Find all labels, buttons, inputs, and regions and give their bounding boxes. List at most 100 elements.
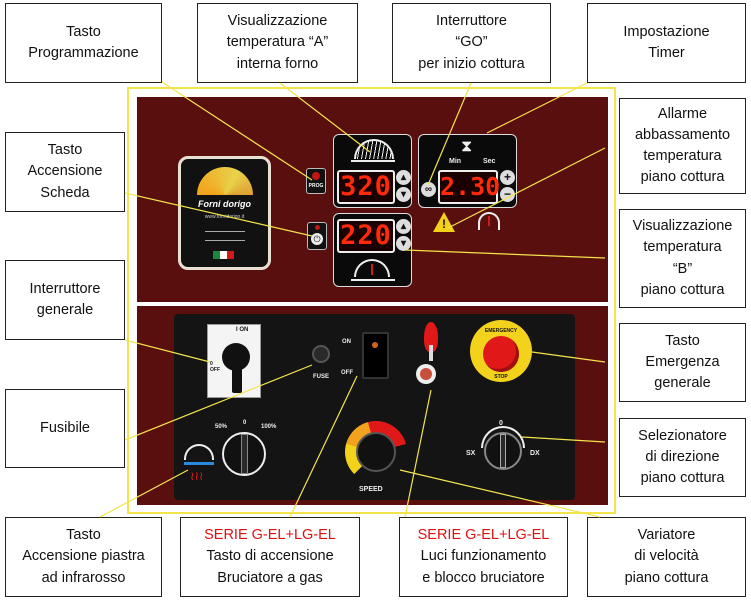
warning-mark: ! xyxy=(442,217,446,231)
callout-line: Accensione piastra xyxy=(22,548,145,565)
callout-line: Interruttore xyxy=(29,280,101,297)
main-switch[interactable]: I ON 0 OFF xyxy=(207,324,261,398)
timer-value: 2.30 xyxy=(438,170,500,204)
callout-line: abbassamento xyxy=(634,126,731,143)
callout-bruciatore-gas: SERIE G-EL+LG-EL Tasto di accensione Bru… xyxy=(180,517,360,597)
callout-line: di direzione xyxy=(645,448,720,465)
leader-direzione xyxy=(521,436,606,443)
callout-line: Tasto xyxy=(47,142,83,159)
callout-line: Luci funzionamento xyxy=(420,548,547,565)
italian-flag-icon xyxy=(213,251,234,259)
callout-line: Tasto xyxy=(66,527,101,544)
speed-variator-dial[interactable] xyxy=(345,421,407,483)
leader-luci xyxy=(404,389,432,518)
direction-knob-handle xyxy=(500,434,506,468)
callout-line: Interruttore xyxy=(436,13,507,30)
leader-generale xyxy=(124,339,211,363)
callout-line: Tasto di accensione xyxy=(206,548,334,565)
infrared-knob[interactable] xyxy=(222,432,266,476)
direction-dx-label: DX xyxy=(530,450,540,457)
callout-line: temperatura xyxy=(643,148,722,164)
callout-line: generale xyxy=(36,302,94,318)
temp-b-up-button[interactable]: ▴ xyxy=(396,219,411,234)
callout-luci-funzionamento: SERIE G-EL+LG-EL Luci funzionamento e bl… xyxy=(399,517,568,597)
prog-button[interactable]: PROG xyxy=(306,168,326,194)
callout-line: Variatore xyxy=(637,527,696,544)
callout-interruttore-generale: Interruttore generale xyxy=(5,260,125,340)
hourglass-icon: ⧗ xyxy=(461,138,473,155)
callout-line: interna forno xyxy=(236,55,319,72)
emergency-stop-label: STOP xyxy=(494,374,508,380)
timer-sec-label: Sec xyxy=(483,158,496,165)
rocker-off-label: OFF xyxy=(341,370,353,376)
fuse-label: FUSE xyxy=(313,374,330,380)
callout-line: per inizio cottura xyxy=(418,55,525,72)
callout-accensione-piastra: Tasto Accensione piastra ad infrarosso xyxy=(5,517,162,597)
leader-go xyxy=(427,82,472,186)
speed-label: SPEED xyxy=(359,486,383,493)
infrared-0-label: 0 xyxy=(243,420,247,426)
timer-min-label: Min xyxy=(449,158,462,165)
temp-a-down-button[interactable]: ▾ xyxy=(396,187,411,202)
temperature-b-value: 220 xyxy=(337,219,395,253)
callout-line: generale xyxy=(654,375,711,391)
callout-line: Allarme xyxy=(657,105,708,122)
direction-selector-knob[interactable] xyxy=(484,432,522,470)
callout-line: piano cottura xyxy=(624,569,709,586)
heat-waves-icon: ≀≀≀ xyxy=(190,469,204,483)
direction-0-label: 0 xyxy=(499,420,503,427)
emergency-stop-button[interactable]: EMERGENCY STOP xyxy=(470,320,532,382)
infrared-100-label: 100% xyxy=(261,424,277,430)
callout-line: Bruciatore a gas xyxy=(217,569,323,586)
burner-lamp-icon xyxy=(420,368,432,380)
prog-led-icon xyxy=(312,172,320,180)
timer-plus-button[interactable]: + xyxy=(500,170,515,185)
rocker-on-label: ON xyxy=(342,339,351,345)
callout-line: “B” xyxy=(672,260,693,277)
callout-selezionatore-direzione: Selezionatore di direzione piano cottura xyxy=(619,418,746,497)
callout-line: temperatura “A” xyxy=(226,34,329,51)
callout-allarme: Allarme abbassamento temperatura piano c… xyxy=(619,98,746,194)
callout-emergenza: Tasto Emergenza generale xyxy=(619,323,746,402)
temp-b-down-button[interactable]: ▾ xyxy=(396,236,411,251)
callout-line: temperatura xyxy=(643,239,722,256)
fuse-holder[interactable] xyxy=(312,345,330,363)
callout-line: piano cottura xyxy=(640,470,725,486)
callout-line: piano cottura xyxy=(640,281,725,298)
control-panel-frame xyxy=(127,87,616,514)
burner-light-stem xyxy=(429,345,433,361)
display-temperature-a: 320 ▴ ▾ xyxy=(333,134,412,208)
series-label: SERIE G-EL+LG-EL xyxy=(204,527,336,544)
callout-line: ad infrarosso xyxy=(41,569,126,586)
logo-brand-text: Forni dorigo xyxy=(198,199,251,209)
callout-line: Accensione xyxy=(27,163,103,180)
power-icon: ⏻ xyxy=(311,233,323,245)
callout-temperatura-a: Visualizzazione temperatura “A” interna … xyxy=(197,3,358,83)
callout-line: Tasto xyxy=(66,23,101,40)
callout-tasto-programmazione: Tasto Programmazione xyxy=(5,3,162,83)
leader-emergenza xyxy=(531,351,606,363)
callout-line: piano cottura xyxy=(640,169,725,186)
callout-line: Scheda xyxy=(40,184,90,201)
callout-line: di velocità xyxy=(634,548,699,565)
display-temperature-b: 220 ▴ ▾ xyxy=(333,213,412,287)
infrared-50-label: 50% xyxy=(215,424,228,430)
temp-a-up-button[interactable]: ▴ xyxy=(396,170,411,185)
leader-bruciatore xyxy=(289,375,358,518)
callout-variatore-velocita: Variatore di velocità piano cottura xyxy=(587,517,746,597)
callout-line: Emergenza xyxy=(645,353,720,370)
burner-ignition-switch[interactable] xyxy=(362,332,389,379)
display-timer: ⧗ Min Sec ∞ 2.30 + − xyxy=(418,134,517,208)
main-switch-handle xyxy=(232,353,242,393)
brand-logo: Forni dorigo www.fornidorigo.it xyxy=(178,156,271,270)
callout-temperatura-b: Visualizzazione temperatura “B” piano co… xyxy=(619,209,746,308)
board-power-button[interactable]: ⏻ xyxy=(307,222,327,250)
callout-line: e blocco bruciatore xyxy=(422,569,545,586)
leader-scheda xyxy=(124,192,313,237)
prog-label: PROG xyxy=(308,183,324,189)
timer-go-button[interactable]: ∞ xyxy=(421,182,436,197)
infrared-knob-handle xyxy=(241,434,248,474)
timer-minus-button[interactable]: − xyxy=(500,187,515,202)
callout-line: Tasto xyxy=(665,332,700,349)
